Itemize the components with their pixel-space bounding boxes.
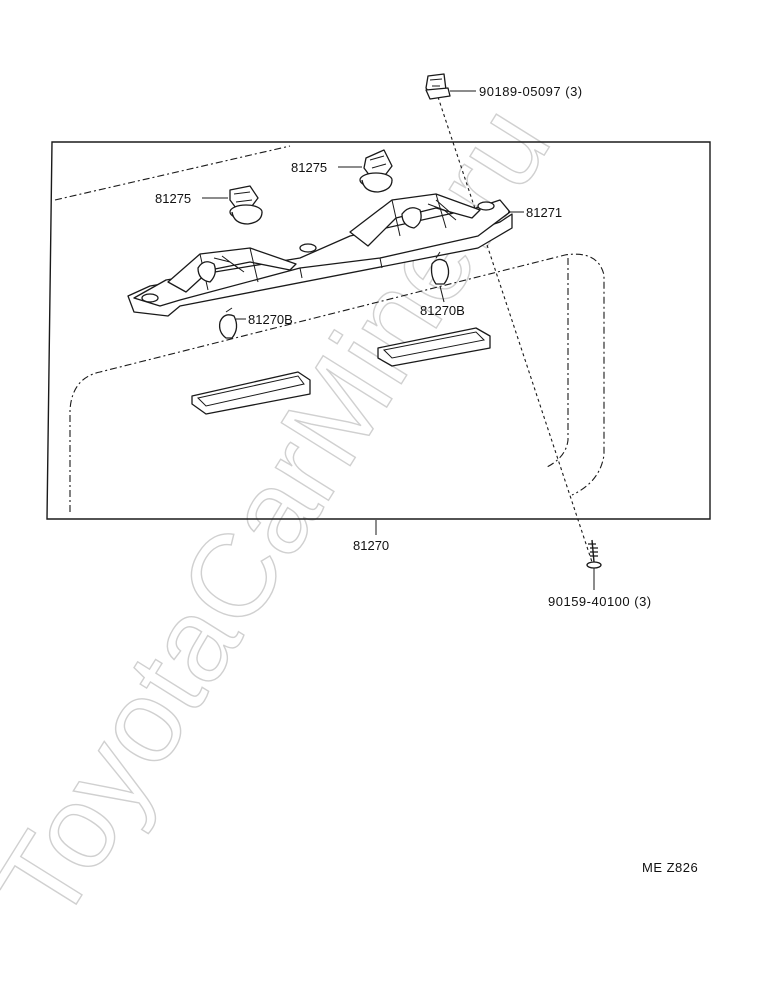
bracket-part-number: 81271	[526, 205, 562, 220]
roof-edge-line	[54, 145, 291, 201]
socket-center-part-number: 81275	[291, 160, 327, 175]
screw-part-number: 90159-40100 (3)	[548, 594, 652, 609]
diagram-code: ME Z826	[642, 860, 698, 875]
roof-panel-frame	[46, 141, 711, 520]
bulb-right-leader	[439, 285, 445, 303]
fastener-axis-line	[437, 96, 593, 563]
trim-opening-outline	[69, 253, 605, 512]
bulb-right-part-number: 81270B	[420, 303, 465, 318]
lamp-bracket	[127, 193, 513, 317]
clip-part-number: 90189-05097 (3)	[479, 84, 583, 99]
socket-left	[229, 185, 263, 225]
clip-part	[425, 73, 451, 100]
bulb-right	[430, 251, 450, 285]
socket-left-part-number: 81275	[155, 191, 191, 206]
lamp-assy-part-number: 81270	[353, 538, 389, 553]
lens-left	[191, 371, 311, 415]
trim-opening-inner	[544, 258, 569, 469]
lens-right	[377, 327, 491, 367]
socket-center	[359, 149, 393, 193]
bulb-left-part-number: 81270B	[248, 312, 293, 327]
bulb-left	[218, 307, 238, 339]
